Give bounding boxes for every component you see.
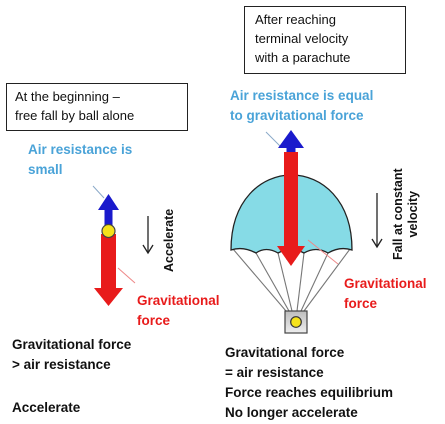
left-summary-line-1: Gravitational force: [12, 337, 132, 352]
right-down-arrow: [277, 152, 305, 266]
left-gravity-leader-line: [117, 267, 136, 284]
right-summary-line-2: = air resistance: [225, 365, 324, 380]
left-air-leader-line: [92, 185, 105, 199]
terminal-caption-line-2: terminal velocity: [255, 31, 349, 46]
left-gravity-line-2: force: [137, 313, 171, 328]
right-summary-line-3: Force reaches equilibrium: [225, 385, 394, 400]
terminal-caption-line-1: After reaching: [255, 12, 336, 27]
right-summary-line-1: Gravitational force: [225, 345, 345, 360]
terminal-caption-line-3: with a parachute: [255, 50, 351, 65]
left-down-arrow: [94, 234, 123, 306]
left-air-resistance-line-2: small: [28, 162, 63, 177]
left-up-arrow: [98, 194, 119, 232]
beginning-caption-box: At the beginning – free fall by ball alo…: [6, 83, 188, 131]
beginning-caption-line-1: At the beginning –: [15, 89, 120, 104]
left-air-resistance-label: Air resistance is small: [28, 140, 132, 180]
right-gravity-label: Gravitational force: [344, 274, 427, 314]
left-gravity-line-1: Gravitational: [137, 293, 220, 308]
terminal-caption-box: After reaching terminal velocity with a …: [244, 6, 406, 74]
load-box: [284, 310, 308, 334]
right-gravity-leader-line: [307, 239, 339, 265]
constant-velocity-vertical-label: Fall at constant velocity: [391, 168, 421, 260]
right-summary-line-4: No longer accelerate: [225, 405, 358, 420]
right-air-resistance-line-2: to gravitational force: [230, 108, 364, 123]
left-gravity-label: Gravitational force: [137, 291, 220, 331]
right-air-resistance-label: Air resistance is equal to gravitational…: [230, 86, 373, 126]
free-fall-ball: [101, 223, 116, 239]
right-gravity-line-2: force: [344, 296, 378, 311]
right-gravity-line-1: Gravitational: [344, 276, 427, 291]
constant-velocity-line-2: velocity: [406, 190, 420, 238]
accelerate-small-arrow: [142, 216, 154, 255]
left-summary-result-text: Accelerate: [12, 400, 81, 415]
constant-velocity-line-1: Fall at constant: [391, 168, 405, 260]
left-air-resistance-line-1: Air resistance is: [28, 142, 133, 157]
right-air-resistance-line-1: Air resistance is equal: [230, 88, 374, 103]
beginning-caption-line-2: free fall by ball alone: [15, 108, 135, 123]
accelerate-vertical-label: Accelerate: [162, 209, 177, 272]
constant-velocity-small-arrow: [371, 193, 383, 249]
right-summary: Gravitational force = air resistance For…: [225, 343, 393, 423]
left-summary: Gravitational force > air resistance: [12, 335, 131, 375]
left-summary-line-2: > air resistance: [12, 357, 111, 372]
accelerate-vertical-text: Accelerate: [162, 208, 176, 272]
parachute-cords: [232, 248, 351, 312]
left-summary-result: Accelerate: [12, 398, 80, 418]
right-air-leader-line: [265, 131, 281, 147]
